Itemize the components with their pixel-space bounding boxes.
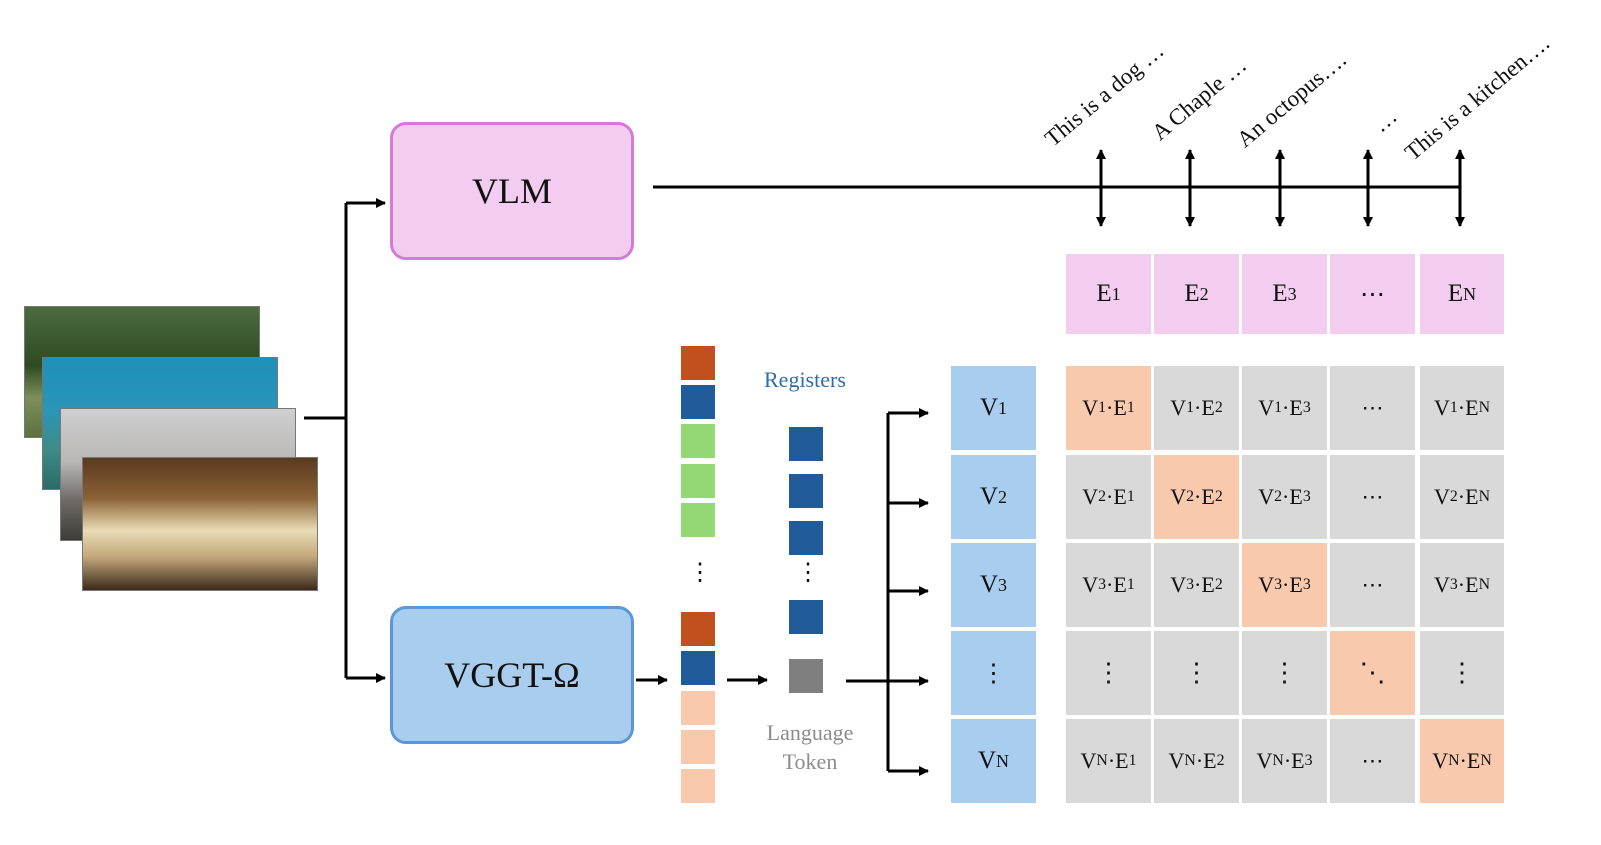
- vggt-label: VGGT-Ω: [444, 655, 580, 695]
- fanout-arrows: [888, 408, 929, 776]
- token-peach: [681, 691, 715, 725]
- embedding-cell: ⋯: [1330, 254, 1415, 334]
- visual-embedding-cell: ⋮: [951, 631, 1036, 715]
- similarity-cell: ⋮: [1420, 631, 1504, 715]
- similarity-cell: ⋯: [1330, 719, 1415, 803]
- token-orange: [681, 612, 715, 646]
- language-token-label-line2: Token: [782, 749, 838, 774]
- vlm-label: VLM: [472, 171, 552, 211]
- similarity-cell: ⋱: [1330, 631, 1415, 715]
- registers-label: Registers: [764, 367, 846, 392]
- register-token: [789, 600, 823, 634]
- token-green: [681, 464, 715, 498]
- similarity-cell: ⋮: [1242, 631, 1327, 715]
- token-column-dots: ⋮: [688, 560, 712, 586]
- language-token-label-line1: Language: [766, 720, 854, 745]
- similarity-cell: ⋮: [1154, 631, 1239, 715]
- vlm-box: VLM: [390, 122, 634, 260]
- vggt-box: VGGT-Ω: [390, 606, 634, 744]
- token-green: [681, 503, 715, 537]
- similarity-cell: ⋯: [1330, 455, 1415, 539]
- language-token: [789, 659, 823, 693]
- token-orange: [681, 346, 715, 380]
- language-token-label: Language Token: [752, 718, 868, 776]
- caption-arrows: [1096, 149, 1465, 227]
- token-peach: [681, 769, 715, 803]
- register-token: [789, 521, 823, 555]
- similarity-cell: ⋯: [1330, 366, 1415, 450]
- similarity-cell: ⋮: [1066, 631, 1151, 715]
- register-dots: ⋮: [796, 560, 820, 586]
- token-blue: [681, 651, 715, 685]
- input-image-chapel: [82, 457, 318, 591]
- token-peach: [681, 730, 715, 764]
- token-blue: [681, 385, 715, 419]
- token-green: [681, 424, 715, 458]
- register-token: [789, 474, 823, 508]
- similarity-cell: ⋯: [1330, 543, 1415, 627]
- register-token: [789, 427, 823, 461]
